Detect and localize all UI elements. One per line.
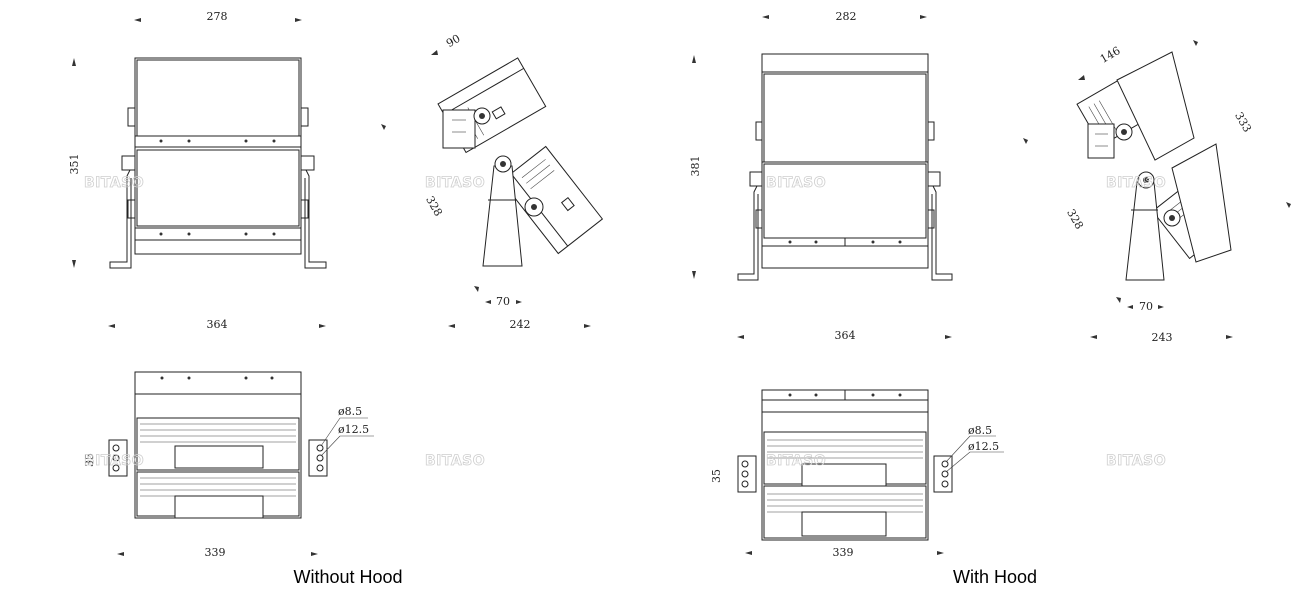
watermark-logo: BITASO <box>766 175 826 191</box>
watermark-logo: BITASO <box>84 175 144 191</box>
section-with-hood: 282 381 BITASO 146 <box>689 10 1291 587</box>
dim-front-width: 282 <box>836 10 857 23</box>
bottom-view-without-hood: 364 242 <box>83 318 591 559</box>
watermark-logo: BITASO <box>1106 175 1166 191</box>
dim-bottom-total: 364 <box>207 318 228 331</box>
watermark-logo: BITASO <box>425 453 485 469</box>
dim-front-height: 381 <box>689 156 702 177</box>
dim-hole-large: ø12.5 <box>338 423 369 436</box>
dim-bottom-inner: 339 <box>205 546 226 559</box>
dim-front-height: 351 <box>68 154 81 175</box>
watermark-logo: BITASO <box>1106 453 1166 469</box>
dim-hole-pitch: 35 <box>83 453 96 467</box>
caption-with-hood: With Hood <box>953 567 1037 587</box>
dim-side-height: 328 <box>1064 207 1086 232</box>
watermark-logo: BITASO <box>425 175 485 191</box>
dim-side-height: 328 <box>423 194 445 219</box>
side-view-with-hood: 146 333 <box>1023 40 1291 313</box>
watermark-logo: BITASO <box>766 453 826 469</box>
dim-side-depth: 242 <box>510 318 531 331</box>
front-view-with-hood: 282 381 BITASO <box>689 10 953 281</box>
dim-hole-small: ø8.5 <box>338 405 362 418</box>
watermark-logo: BITASO <box>84 453 144 469</box>
dim-side-base: 70 <box>496 295 510 308</box>
bottom-view-with-hood: 364 243 <box>710 329 1233 559</box>
dim-hole-pitch: 35 <box>710 469 723 483</box>
dim-side-hood: 333 <box>1232 110 1254 135</box>
dim-hole-small: ø8.5 <box>968 424 992 437</box>
dim-side-base: 70 <box>1139 300 1153 313</box>
caption-without-hood: Without Hood <box>293 567 402 587</box>
section-without-hood: 278 351 BITA <box>68 10 604 587</box>
side-view-without-hood: 90 <box>381 32 604 308</box>
dim-bottom-inner: 339 <box>833 546 854 559</box>
dim-front-width: 278 <box>207 10 228 23</box>
dim-side-depth: 243 <box>1152 331 1173 344</box>
dim-side-angle: 146 <box>1098 44 1123 66</box>
front-view-without-hood: 278 351 BITA <box>68 10 327 269</box>
dim-hole-large: ø12.5 <box>968 440 999 453</box>
dim-bottom-total: 364 <box>835 329 856 342</box>
dim-side-angle: 90 <box>444 32 463 50</box>
